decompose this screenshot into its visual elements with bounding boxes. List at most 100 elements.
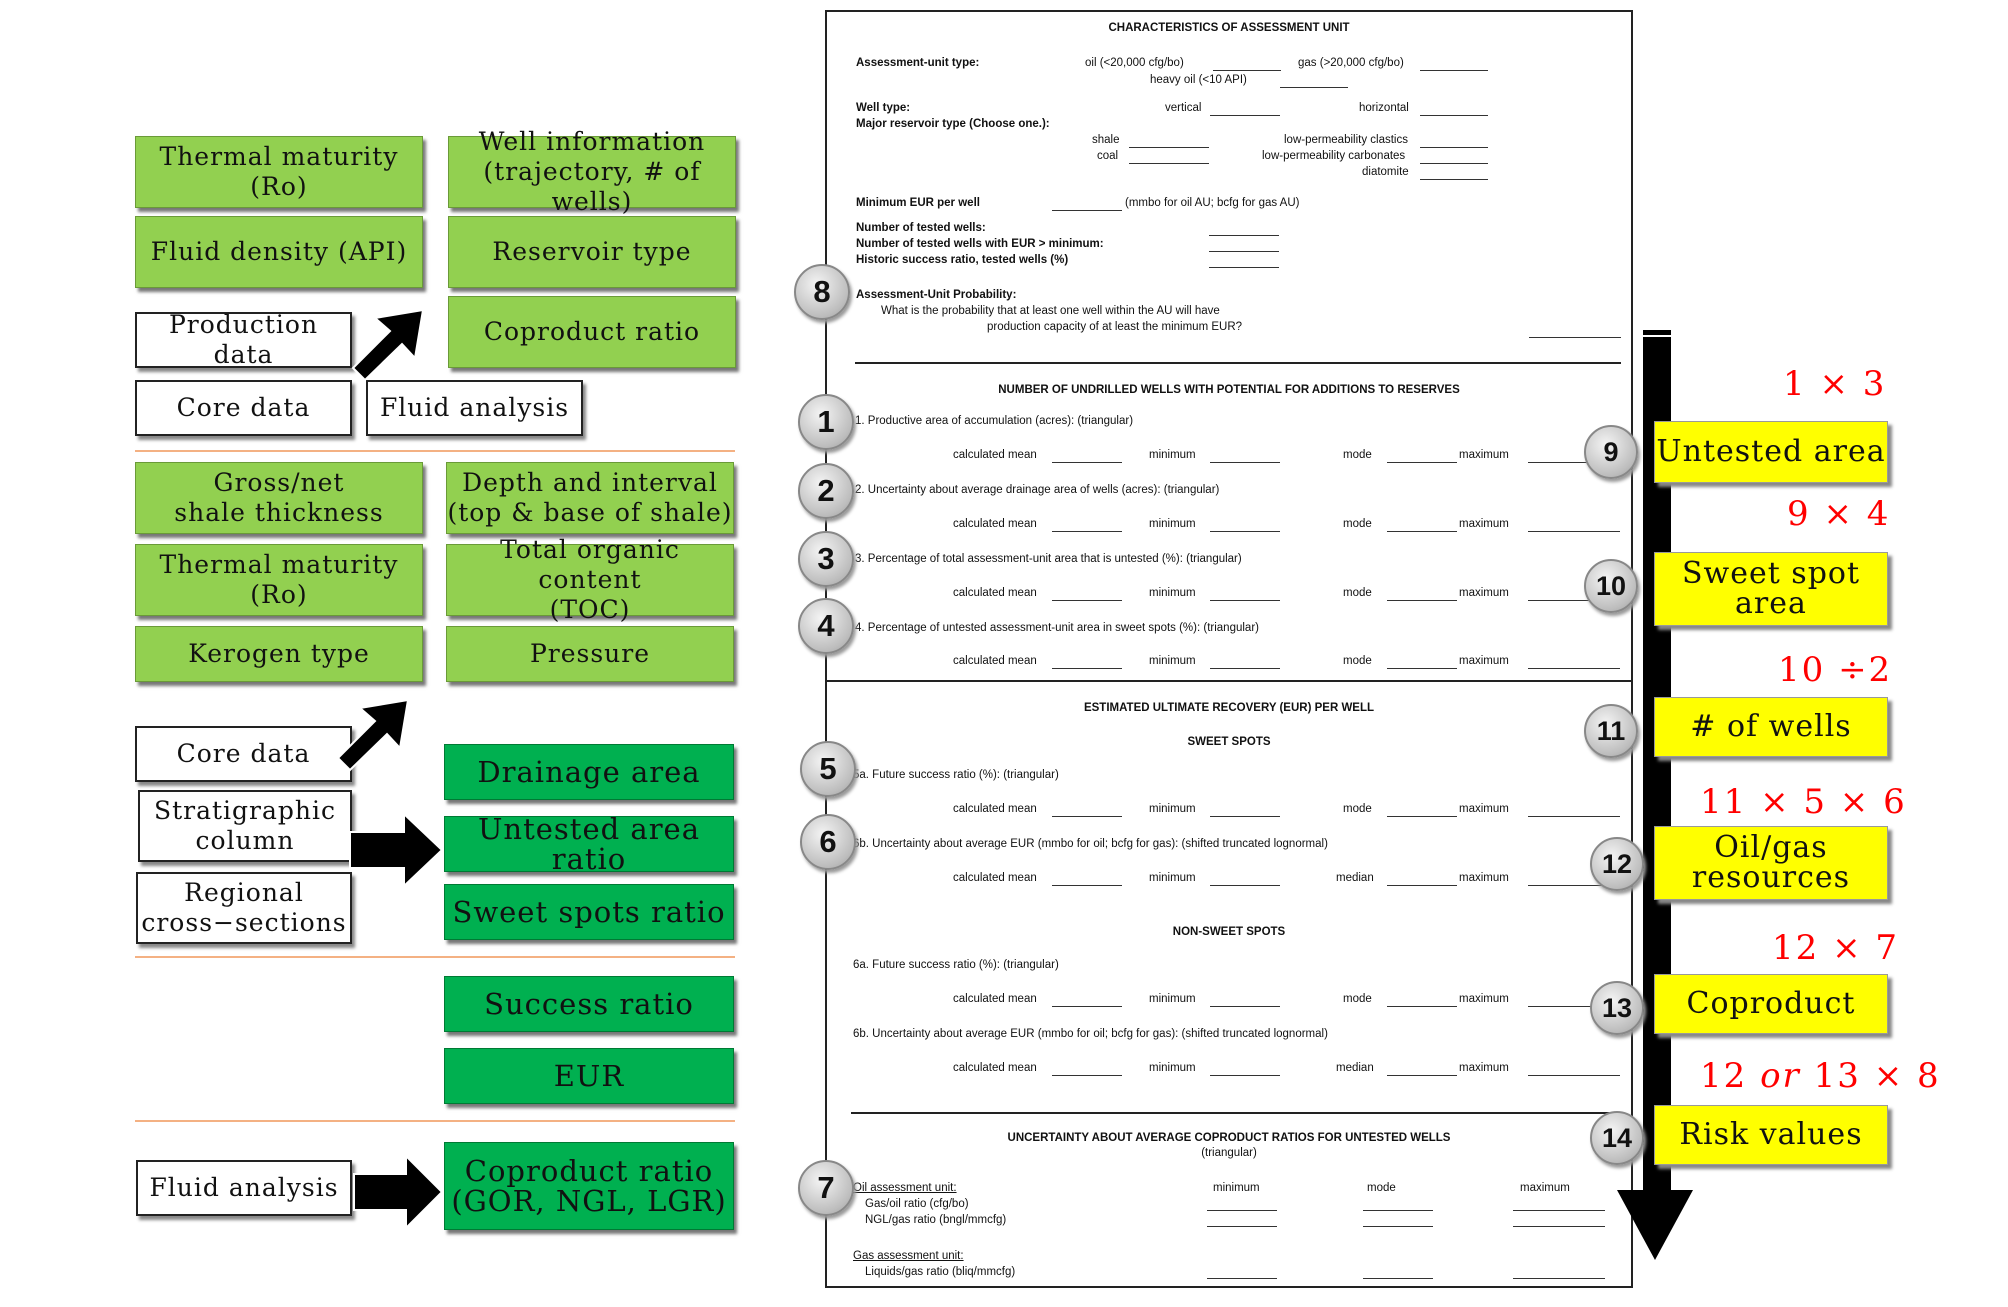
fluid-analysis-box: Fluid analysis [366,380,583,436]
separator-line [135,956,735,958]
risk-values-result: Risk values [1654,1105,1888,1165]
shale-option: shale [1092,134,1120,146]
minimum-blank [1210,816,1280,817]
minimum-label: minimum [1149,1062,1196,1074]
sweet-spots-heading: SWEET SPOTS [1187,736,1271,748]
step-6-circle: 6 [800,814,856,870]
median-label: median [1336,872,1374,884]
maximum-blank [1528,885,1620,886]
coproduct-blank [1363,1278,1433,1279]
coproduct-blank [1513,1210,1605,1211]
maximum-label: maximum [1459,449,1509,461]
question-3: 3. Percentage of total assessment-unit a… [855,553,1242,565]
coproduct-blank [1513,1278,1605,1279]
median-blank [1387,1075,1457,1076]
num-wells-result: # of wells [1654,697,1888,757]
form-divider [827,680,1633,682]
calculated-mean-label: calculated mean [953,587,1037,599]
gas-option: gas (>20,000 cfg/bo) [1298,57,1404,69]
right-arrow-icon [349,811,444,889]
maximum-label: maximum [1459,872,1509,884]
horizontal-option: horizontal [1359,102,1409,114]
calculated-mean-blank [1052,600,1122,601]
coproduct-result: Coproduct [1654,974,1888,1034]
formula-13: 12 × 7 [1772,928,1899,968]
step-2-circle: 2 [798,463,854,519]
horizontal-blank [1420,115,1488,116]
kerogen-type-box: Kerogen type [135,626,423,682]
formula-10: 9 × 4 [1787,494,1891,534]
au-probability-label: Assessment-Unit Probability: [856,289,1017,301]
maximum-blank [1528,1075,1620,1076]
gas-oil-ratio-label: Gas/oil ratio (cfg/bo) [865,1198,969,1210]
maximum-label: maximum [1459,587,1509,599]
diatomite-blank [1420,179,1488,180]
minimum-label: minimum [1149,655,1196,667]
mode-label: mode [1343,449,1372,461]
calculated-mean-label: calculated mean [953,993,1037,1005]
diatomite-option: diatomite [1362,166,1409,178]
minimum-label: minimum [1149,803,1196,815]
calculated-mean-label: calculated mean [953,518,1037,530]
minimum-blank [1210,1075,1280,1076]
min-eur-units: (mmbo for oil AU; bcfg for gas AU) [1125,197,1300,209]
mode-label: mode [1343,655,1372,667]
step-10-circle: 10 [1584,559,1638,613]
non-sweet-spots-heading: NON-SWEET SPOTS [1172,926,1286,938]
formula-12: 11 × 5 × 6 [1700,782,1907,822]
maximum-label: maximum [1459,655,1509,667]
well-information-box: Well information (trajectory, # of wells… [448,127,736,216]
step-5-circle: 5 [800,741,856,797]
mode-label: mode [1343,587,1372,599]
maximum-blank [1528,816,1620,817]
calculated-mean-blank [1052,816,1122,817]
step-1-circle: 1 [798,394,854,450]
formula-14-part-a: 12 [1700,1056,1761,1096]
form-title: CHARACTERISTICS OF ASSESSMENT UNIT [1108,22,1350,34]
gas-au-label: Gas assessment unit: [853,1250,964,1262]
maximum-blank [1528,600,1620,601]
tested-wells-blank [1209,235,1279,236]
coproduct-ratio-gor-box: Coproduct ratio (GOR, NGL, LGR) [444,1142,734,1230]
shale-blank [1129,147,1209,148]
minimum-label: minimum [1149,872,1196,884]
question-4: 4. Percentage of untested assessment-uni… [855,622,1259,634]
question-6b-non-sweet: 6b. Uncertainty about average EUR (mmbo … [853,1028,1328,1040]
maximum-blank [1528,668,1620,669]
coproduct-blank [1207,1226,1277,1227]
lp-carbonates-option: low-permeability carbonates [1262,150,1406,162]
diagonal-arrow-icon [351,308,425,382]
calculated-mean-blank [1052,668,1122,669]
step-3-circle: 3 [798,531,854,587]
fluid-analysis-box-2: Fluid analysis [136,1160,352,1216]
oil-option: oil (<20,000 cfg/bo) [1085,57,1184,69]
calculated-mean-blank [1052,531,1122,532]
fluid-density-box: Fluid density (API) [135,216,423,288]
formula-11: 10 ÷2 [1778,650,1893,690]
coal-option: coal [1097,150,1119,162]
tested-wells-eur-label: Number of tested wells with EUR > minimu… [856,238,1104,250]
minimum-label: minimum [1149,993,1196,1005]
step-14-circle: 14 [1590,1111,1644,1165]
mode-label: mode [1343,993,1372,1005]
step-12-circle: 12 [1590,837,1644,891]
separator-line [135,1120,735,1122]
coproduct-maximum-header: maximum [1520,1182,1570,1194]
question-6b: 6b. Uncertainty about average EUR (mmbo … [853,838,1328,850]
historic-success-blank [1209,267,1279,268]
coproduct-blank [1207,1278,1277,1279]
sweet-spots-ratio-box: Sweet spots ratio [444,884,734,940]
maximum-label: maximum [1459,518,1509,530]
mode-blank [1387,1006,1457,1007]
formula-9: 1 × 3 [1783,364,1887,404]
form-divider [855,362,1621,364]
regional-cross-sections-box: Regional cross−sections [136,872,352,944]
question-2: 2. Uncertainty about average drainage ar… [855,484,1220,496]
coproduct-blank [1513,1226,1605,1227]
major-reservoir-label: Major reservoir type (Choose one.): [856,118,1050,130]
maximum-blank [1528,531,1620,532]
probability-blank [1529,337,1621,338]
thermal-maturity-box: Thermal maturity (Ro) [135,136,423,208]
minimum-blank [1210,462,1280,463]
sweet-spot-area-result: Sweet spot area [1654,552,1888,626]
